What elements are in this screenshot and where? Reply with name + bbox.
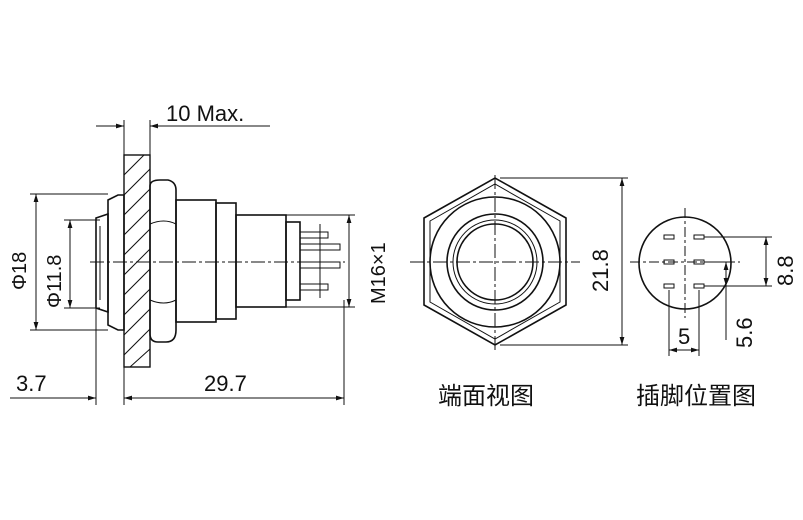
dim-phi11-8-label: Φ11.8	[44, 255, 66, 308]
dim-5-6-label: 5.6	[732, 317, 757, 348]
end-view-caption: 端面视图	[438, 382, 534, 410]
dim-5-label: 5	[678, 324, 690, 349]
panel-section	[123, 154, 151, 368]
button-cap	[95, 212, 109, 314]
pin-view-caption: 插脚位置图	[636, 382, 756, 410]
body	[175, 199, 217, 323]
dim-29-7-label: 29.7	[204, 371, 247, 396]
flange	[107, 194, 125, 331]
side-view: Φ18 Φ11.8 10 Max. M16×1 3.7 29.7	[9, 101, 390, 405]
hex-nut	[149, 179, 177, 343]
dim-thread-label: M16×1	[368, 242, 390, 304]
dim-3-7-label: 3.7	[16, 371, 47, 396]
end-view: 21.8 端面视图	[410, 175, 628, 410]
dim-phi18-label: Φ18	[9, 252, 31, 290]
pin-position-view: 8.8 5.6 5 插脚位置图	[630, 208, 798, 410]
dim-21-8-label: 21.8	[588, 249, 613, 292]
pins	[299, 224, 341, 298]
dim-8-8-label: 8.8	[773, 255, 798, 286]
dim-10max-label: 10 Max.	[166, 101, 244, 126]
